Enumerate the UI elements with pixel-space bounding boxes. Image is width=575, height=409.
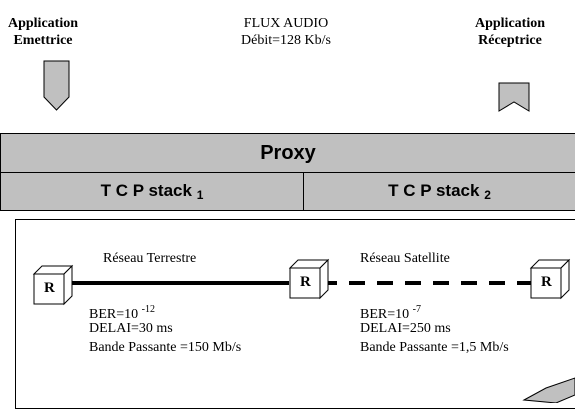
router-1 [32, 264, 74, 306]
app-arrows [43, 60, 530, 112]
terrestrial-bandwidth: Bande Passante =150 Mb/s [89, 340, 242, 355]
tcp-stack-1-label: T C P stack [100, 181, 192, 200]
terrestrial-delay: DELAI=30 ms [89, 321, 173, 336]
tcp-stack-1-index: 1 [196, 188, 204, 202]
sender-app-label: Application Emettrice [0, 15, 86, 49]
flux-audio-label: FLUX AUDIO Débit=128 Kb/s [216, 15, 356, 49]
terrestrial-ber-prefix: BER=10 [89, 307, 139, 322]
tcp-stack-2-label: T C P stack [388, 181, 480, 200]
satellite-ber-prefix: BER=10 [360, 307, 410, 322]
satellite-ber-exp: -7 [412, 304, 421, 315]
receiver-app-label: Application Réceptrice [460, 15, 560, 49]
router-3-label: R [541, 274, 552, 290]
router-2 [288, 258, 330, 300]
satellite-bandwidth: Bande Passante =1,5 Mb/s [360, 340, 509, 355]
receiver-app-line1: Application [474, 16, 545, 31]
satellite-dish-partial-icon [522, 377, 575, 403]
tcp-stack-1: T C P stack 1 [0, 172, 304, 211]
receiver-app-line2: Réceptrice [478, 33, 542, 48]
tcp-stack-2-index: 2 [484, 188, 491, 202]
tcp-stack-2: T C P stack 2 [303, 172, 575, 211]
sender-app-line2: Emettrice [13, 33, 73, 48]
satellite-network-name: Réseau Satellite [360, 251, 450, 266]
sender-down-arrow-icon [43, 60, 70, 111]
network-frame [15, 219, 575, 409]
router-3 [529, 258, 571, 300]
terrestrial-network-name: Réseau Terrestre [103, 251, 197, 266]
flux-audio-rate: Débit=128 Kb/s [241, 33, 331, 48]
satellite-delay: DELAI=250 ms [360, 321, 451, 336]
proxy-title: Proxy [260, 142, 316, 164]
terrestrial-ber-exp: -12 [141, 304, 155, 315]
flux-audio-title: FLUX AUDIO [243, 16, 329, 31]
terrestrial-ber: BER=10 -12 [89, 301, 155, 323]
receiver-banner-arrow-icon [498, 82, 530, 112]
proxy-header: Proxy [0, 133, 575, 173]
sender-app-line1: Application [7, 16, 78, 31]
satellite-ber: BER=10 -7 [360, 301, 421, 323]
router-2-label: R [300, 274, 311, 290]
router-1-label: R [44, 280, 55, 296]
